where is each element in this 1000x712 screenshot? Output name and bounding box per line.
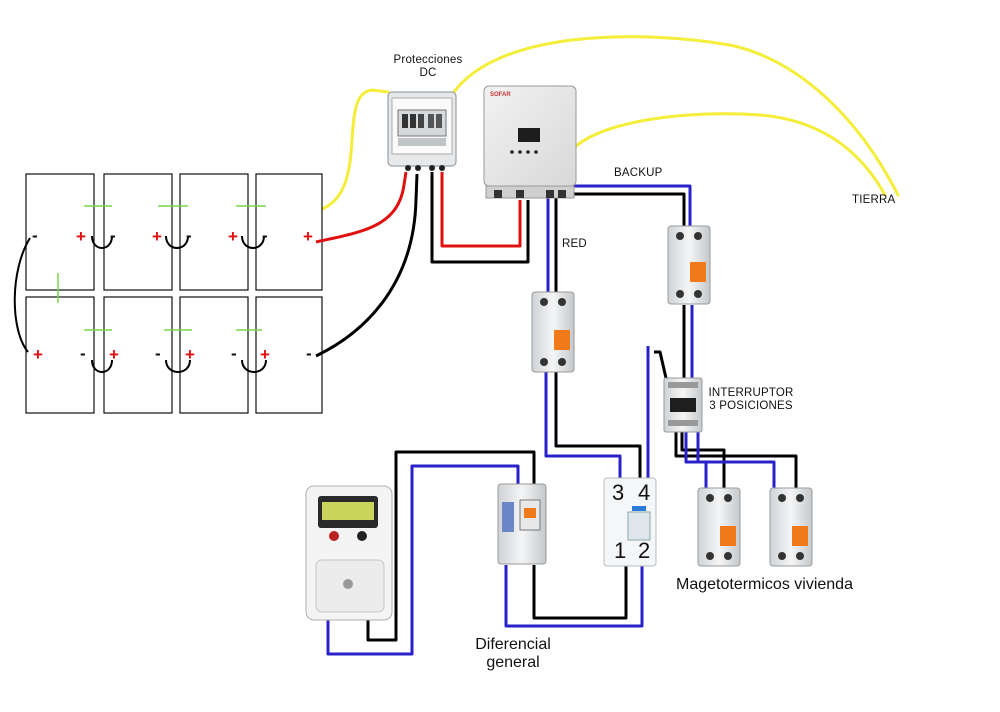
solar-panel (255, 296, 323, 414)
grid-label: RED (562, 238, 587, 250)
switch-label: INTERRUPTOR 3 POSICIONES (700, 387, 802, 413)
terminal-symbol: - (80, 344, 86, 363)
switch-label-line2: 3 POSICIONES (709, 400, 793, 413)
dc-positive-to-inverter (440, 172, 522, 248)
relay-terminal-2: 2 (638, 538, 651, 563)
terminal-symbol: + (33, 345, 43, 364)
dc-protection-label-line2: DC (419, 67, 437, 80)
differential-label-line1: Diferencial (475, 636, 551, 653)
ac-wires (326, 184, 798, 656)
terminal-symbol: + (228, 227, 238, 246)
svg-text:SOFAR: SOFAR (490, 92, 511, 98)
terminal-symbol: - (155, 344, 161, 363)
earth-wires (311, 35, 900, 214)
breaker-house-2[interactable] (769, 487, 813, 567)
differential-breaker[interactable] (497, 483, 547, 565)
relay-terminal-4: 4 (638, 480, 651, 505)
solar-panel (103, 173, 173, 291)
dc-protection-label-line1: Protecciones (393, 54, 463, 66)
terminal-symbol: - (306, 344, 312, 363)
terminal-symbol: - (231, 344, 237, 363)
series-link (13, 237, 31, 353)
dc-negative-wire (315, 173, 419, 358)
terminal-symbol: + (303, 227, 313, 246)
solar-panel (255, 173, 323, 291)
terminal-symbol: + (260, 345, 270, 364)
switch-label-line1: INTERRUPTOR (708, 387, 794, 399)
earth-wire-inverter (570, 112, 887, 197)
three-position-switch[interactable] (663, 377, 703, 433)
terminal-symbol: - (32, 226, 38, 245)
dc-wires (315, 171, 530, 358)
dc-protection-label: Protecciones DC (386, 54, 470, 80)
terminal-symbol: - (110, 226, 116, 245)
solar-panel (179, 296, 249, 414)
differential-label-line2: general (486, 654, 540, 672)
panel-jumpers (13, 235, 267, 373)
panel-marks (57, 205, 266, 331)
panel-terminals: - + - + - + - + + - + - + - + - (32, 226, 313, 364)
dc-protection-box[interactable] (387, 91, 457, 171)
solar-array (25, 173, 323, 414)
earth-wire-dc-box (452, 35, 900, 197)
dc-negative-to-inverter (430, 172, 530, 264)
differential-label: Diferencial general (462, 636, 564, 673)
terminal-symbol: - (262, 226, 268, 245)
dc-positive-wire (315, 171, 408, 244)
solar-panel (179, 173, 249, 291)
relay-terminal-1: 1 (614, 538, 627, 563)
backup-label: BACKUP (614, 167, 663, 179)
solar-panel (25, 296, 95, 414)
terminal-symbol: + (185, 345, 195, 364)
breaker-backup[interactable] (667, 225, 711, 305)
breaker-red[interactable] (531, 291, 575, 373)
energy-meter[interactable] (305, 485, 393, 621)
terminal-symbol: + (76, 227, 86, 246)
breaker-house-1[interactable] (697, 487, 741, 567)
solar-panel (103, 296, 173, 414)
earth-label: TIERRA (852, 194, 896, 206)
inverter[interactable]: SOFAR (483, 85, 577, 199)
contactor-relay[interactable] (603, 477, 657, 567)
terminal-symbol: - (186, 226, 192, 245)
earth-wire-panels (311, 88, 390, 214)
relay-terminal-3: 3 (612, 480, 625, 505)
solar-panel (25, 173, 95, 291)
house-breakers-label: Magetotermicos vivienda (676, 576, 853, 593)
terminal-symbol: + (109, 345, 119, 364)
terminal-symbol: + (152, 227, 162, 246)
